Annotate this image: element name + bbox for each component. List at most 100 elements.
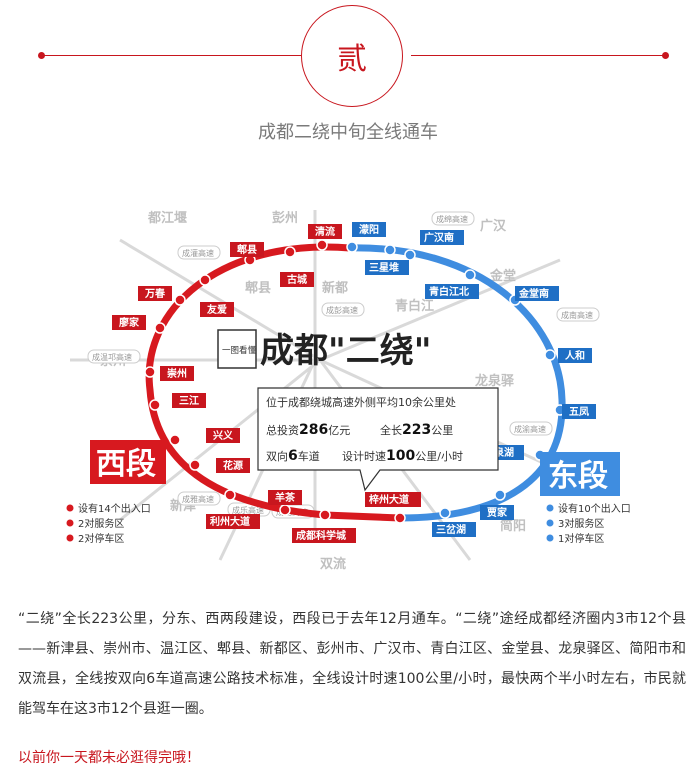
svg-text:金堂南: 金堂南	[518, 287, 549, 300]
svg-text:总投资286亿元: 总投资286亿元	[266, 422, 350, 438]
info-invest-unit: 亿元	[328, 424, 350, 437]
footer-note: 以前你一天都未必逛得完哦！	[18, 750, 200, 766]
svg-text:三岔湖: 三岔湖	[436, 523, 466, 536]
east-note-3: 1对停车区	[558, 532, 604, 545]
station-chongzhou: 崇州	[144, 366, 194, 381]
station-zizhou-dadao: 梓州大道	[365, 492, 421, 524]
station-sanchahu: 三岔湖	[432, 507, 476, 537]
info-invest-value: 286	[299, 422, 328, 438]
bg-xindu: 新都	[322, 280, 348, 296]
west-label: 西段	[96, 447, 156, 482]
west-legend: 西段 设有14个出入口 2对服务区 2对停车区	[66, 440, 166, 545]
svg-text:成绵高速: 成绵高速	[436, 214, 468, 224]
svg-text:清流: 清流	[315, 225, 335, 238]
info-length-prefix: 全长	[380, 423, 402, 437]
header-line-right	[411, 55, 666, 56]
station-sanxingdui: 三星堆	[365, 244, 409, 275]
hw-chengnan: 成南高速	[556, 307, 600, 322]
hw-chengpeng: 成彭高速	[321, 302, 365, 317]
bg-shuangliu: 双流	[320, 556, 346, 572]
ring-road-map: 都江堰 彭州 广汉 金堂 新都 郫县 崇州 青白江 龙泉驿 新津 简阳 双流 成…	[66, 210, 631, 572]
svg-text:郫县: 郫县	[237, 243, 257, 256]
info-lanes-unit: 车道	[298, 449, 320, 463]
bg-jintang: 金堂	[489, 268, 516, 284]
title-box	[217, 329, 257, 369]
info-length-unit: 公里	[431, 424, 453, 437]
east-label-box	[540, 452, 620, 496]
svg-text:人和: 人和	[565, 349, 585, 362]
hw-chengyu: 成渝高速	[509, 421, 553, 436]
svg-text:成彭高速: 成彭高速	[326, 305, 358, 315]
hw-chengguan: 成灌高速	[177, 245, 221, 260]
bg-guanghan: 广汉	[480, 218, 507, 234]
east-note-1: 设有10个出入口	[558, 502, 631, 515]
info-speed-prefix: 设计时速	[342, 450, 386, 463]
svg-text:贾家: 贾家	[487, 506, 508, 519]
svg-text:兴义: 兴义	[213, 429, 234, 442]
svg-text:花源: 花源	[223, 459, 243, 472]
east-stations: 濛阳 广汉南 三星堆 青白江北 金堂南 人和 五凤 龙泉湖 贾家 三岔湖 梓州大…	[346, 222, 596, 537]
svg-text:广汉南: 广汉南	[424, 231, 454, 244]
west-ring-segment	[145, 243, 401, 522]
west-note-2: 2对服务区	[78, 517, 124, 530]
svg-text:五凤: 五凤	[569, 406, 589, 418]
station-huayuan: 花源	[189, 458, 250, 473]
station-chengdu-kexuecheng: 成都科学城	[292, 509, 356, 543]
station-wufeng: 五凤	[554, 404, 596, 419]
station-gucheng: 古城	[280, 246, 314, 287]
svg-text:全长223公里: 全长223公里	[380, 422, 453, 438]
svg-text:羊茶: 羊茶	[275, 491, 296, 504]
svg-text:成都科学城: 成都科学城	[296, 529, 346, 542]
station-xingyi: 兴义	[169, 428, 240, 446]
info-line1: 位于成都绕城高速外侧平均10余公里处	[266, 395, 456, 409]
east-note-2: 3对服务区	[558, 517, 604, 530]
bg-pixian: 郫县	[245, 280, 271, 296]
hw-chengya: 成雅高速	[177, 491, 221, 506]
svg-text:青白江北: 青白江北	[429, 285, 469, 298]
svg-text:成灌高速: 成灌高速	[182, 248, 214, 258]
bg-pengzhou: 彭州	[272, 210, 298, 226]
bg-qingbaijiang: 青白江	[395, 298, 434, 314]
svg-text:崇州: 崇州	[167, 367, 187, 380]
east-legend: 东段 设有10个出入口 3对服务区 1对停车区	[540, 452, 631, 545]
station-yangcha: 羊茶	[268, 490, 302, 516]
station-renhe: 人和	[544, 348, 592, 363]
svg-text:利州大道: 利州大道	[210, 515, 250, 528]
svg-text:古城: 古城	[287, 273, 307, 286]
info-invest-prefix: 总投资	[266, 423, 299, 437]
header-dot-left	[38, 52, 45, 59]
station-wanchun: 万春	[138, 274, 211, 301]
info-callout: 位于成都绕城高速外侧平均10余公里处 总投资286亿元 全长223公里 双向6车…	[257, 387, 499, 492]
station-pixian: 郫县	[230, 242, 264, 266]
station-mengyang: 濛阳	[346, 222, 386, 253]
station-jiajia: 贾家	[480, 489, 514, 520]
svg-text:万春: 万春	[144, 287, 165, 300]
west-label-box	[90, 440, 166, 484]
title-box-text: 一图看懂	[222, 345, 257, 356]
info-lanes-value: 6	[288, 448, 298, 464]
header-dot-right	[662, 52, 669, 59]
hw-chengwenqiong: 成温邛高速	[87, 349, 141, 364]
svg-text:成渝高速: 成渝高速	[514, 424, 546, 434]
info-speed-unit: 公里/小时	[415, 450, 463, 463]
station-liaojia: 廖家	[112, 315, 166, 334]
header-line-left	[42, 55, 301, 56]
hw-chengmian: 成绵高速	[431, 211, 475, 226]
svg-text:三江: 三江	[179, 394, 199, 407]
section-badge: 贰	[301, 5, 403, 107]
section-subtitle: 成都二绕中旬全线通车	[258, 122, 438, 143]
title-main: 成都"二绕"	[260, 331, 431, 371]
svg-text:成南高速: 成南高速	[561, 310, 593, 320]
east-label: 东段	[548, 459, 608, 494]
svg-text:成雅高速: 成雅高速	[182, 494, 214, 504]
west-stations: 清流 郫县 古城 万春 友爱 廖家 崇州 三江 兴义 花源 利州大道 羊茶 成都…	[112, 224, 356, 543]
map-title: 一图看懂 成都"二绕"	[217, 329, 431, 371]
svg-text:双向6车道: 双向6车道	[266, 448, 320, 464]
station-qingliu: 清流	[308, 224, 342, 251]
svg-text:设计时速100公里/小时: 设计时速100公里/小时	[342, 448, 463, 464]
info-lanes-prefix: 双向	[266, 449, 288, 463]
station-lizhou-dadao: 利州大道	[206, 489, 260, 529]
bg-dujiangyan: 都江堰	[147, 210, 187, 226]
body-paragraph: “二绕”全长223公里，分东、西两段建设，西段已于去年12月通车。“二绕”途经成…	[18, 611, 686, 717]
svg-text:濛阳: 濛阳	[359, 223, 379, 236]
